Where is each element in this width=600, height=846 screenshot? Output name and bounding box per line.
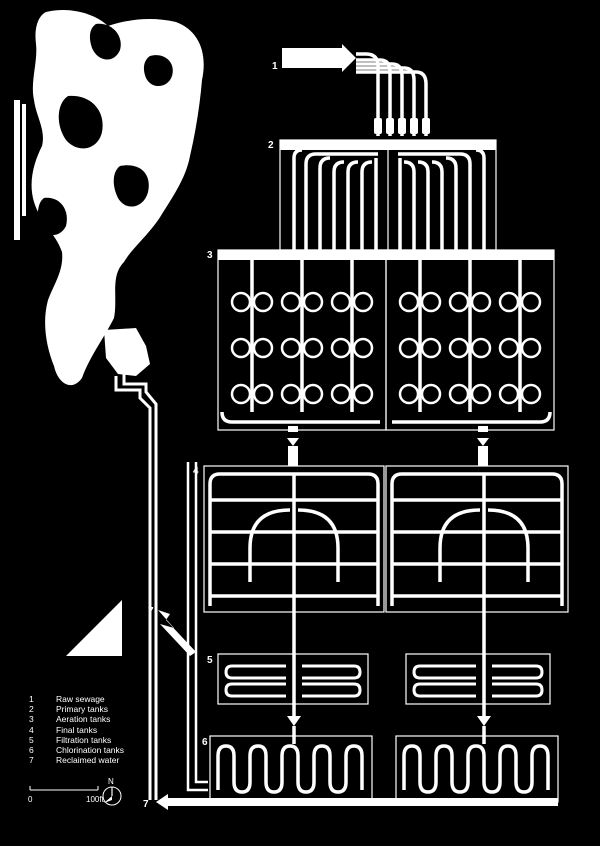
north-label: N — [108, 777, 114, 786]
legend-num: 5 — [29, 734, 34, 745]
scale-bar: 0 100ft — [28, 786, 105, 804]
legend-row: 5 Filtration tanks — [29, 735, 124, 745]
legend-label: Reclaimed water — [56, 755, 120, 766]
marker-2: 2 — [268, 140, 274, 151]
primary-tanks — [279, 139, 497, 251]
legend-num: 7 — [29, 755, 34, 766]
marker-7-upper: 7 — [148, 606, 154, 617]
scale-end: 100ft — [86, 795, 105, 804]
aeration-tanks — [217, 249, 555, 431]
north-arrow-icon: N — [102, 777, 122, 806]
raw-sewage-inlet — [282, 44, 430, 136]
legend-label: Chlorination tanks — [56, 745, 125, 756]
marker-5: 5 — [207, 655, 213, 666]
scale-start: 0 — [28, 795, 33, 804]
legend-num: 6 — [29, 745, 34, 756]
legend-num: 1 — [29, 694, 34, 704]
reclaimed-water-outlet — [156, 610, 558, 810]
chlorination-tanks — [209, 726, 559, 803]
stage-markers: 1 2 3 4 5 6 7 7 — [143, 61, 278, 810]
outfall-channel — [114, 370, 158, 800]
return-channel — [186, 462, 208, 792]
legend-label: Aeration tanks — [56, 714, 111, 725]
legend-row: 6 Chlorination tanks — [29, 745, 124, 755]
legend-row: 7 Reclaimed water — [29, 755, 124, 765]
legend-label: Final tanks — [56, 724, 98, 735]
legend: 1 Raw sewage 2 Primary tanks 3 Aeration tan… — [29, 694, 124, 765]
marker-1: 1 — [272, 61, 278, 72]
legend-label: Primary tanks — [56, 704, 108, 715]
legend-num: 3 — [29, 714, 34, 725]
legend-row: 1 Raw sewage — [29, 694, 124, 704]
marker-3: 3 — [207, 250, 213, 261]
legend-row: 3 Aeration tanks — [29, 714, 124, 724]
legend-label: Filtration tanks — [56, 734, 112, 745]
marker-6: 6 — [202, 737, 208, 748]
legend-num: 2 — [29, 704, 34, 715]
filtration-tanks — [217, 650, 551, 726]
final-tanks — [203, 465, 569, 650]
aeration-to-final-connectors — [287, 426, 489, 466]
legend-row: 2 Primary tanks — [29, 704, 124, 714]
legend-label: Raw sewage — [56, 694, 105, 704]
legend-num: 4 — [29, 724, 34, 735]
marker-7-outlet: 7 — [143, 799, 149, 810]
marker-4: 4 — [193, 466, 199, 477]
land-triangle — [66, 600, 122, 656]
legend-row: 4 Final tanks — [29, 725, 124, 735]
map-holes — [37, 23, 173, 235]
